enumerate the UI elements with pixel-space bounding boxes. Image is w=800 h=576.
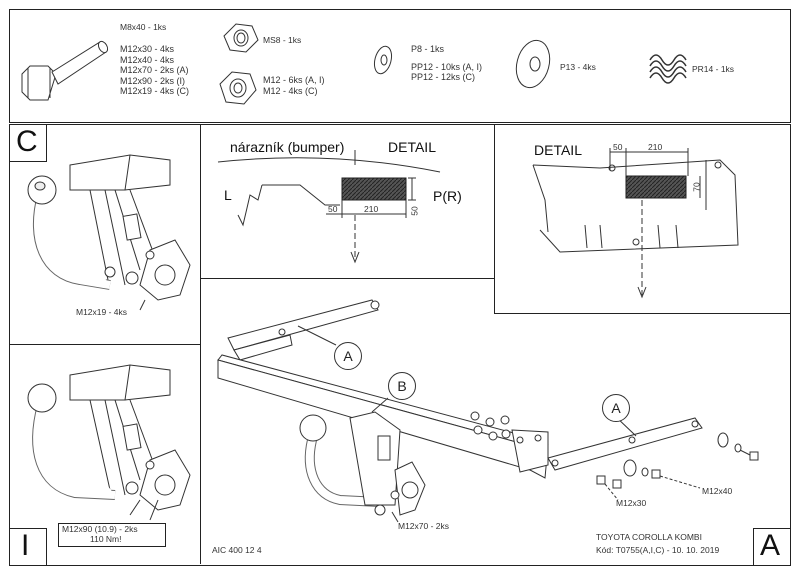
main-drawing-frame	[9, 124, 791, 566]
washer-p8-line-1: P8 - 1ks	[411, 44, 445, 54]
callout-a-left: A	[334, 342, 362, 370]
bumper-title: nárazník (bumper)	[230, 139, 345, 155]
nut-ms8-label: MS8 - 1ks	[263, 35, 302, 45]
panel-divider-c-i	[9, 344, 201, 345]
panel-i-torque-box	[58, 523, 166, 547]
panel-c-letter-box	[9, 124, 47, 162]
detail-left-dim-50a: 50	[328, 204, 338, 214]
detail-right-dim-210: 210	[648, 142, 663, 152]
washer-p13-label: P13 - 4ks	[560, 62, 596, 72]
washer-p8-line-2: PP12 - 10ks (A, I)	[411, 61, 483, 72]
label-m12x30: M12x30	[616, 498, 647, 508]
spring-pr14-label: PR14 - 1ks	[692, 64, 735, 74]
bolt-size-3: M12x70 - 2ks (A)	[120, 65, 189, 75]
bolt-size-2: M12x40 - 4ks	[120, 54, 175, 65]
side-pr-label: P(R)	[433, 188, 462, 204]
panel-a-letter: A	[760, 529, 781, 562]
spring-pr14-icon	[649, 54, 687, 84]
drawing-kod: Kód: T0755(A,I,C) - 10. 10. 2019	[596, 545, 720, 555]
bolt-size-4: M12x90 - 2ks (I)	[120, 75, 186, 86]
panel-c-bolt-label: M12x19 - 4ks	[76, 307, 128, 317]
panel-c-letter: C	[16, 125, 38, 158]
detail-left-dim-210: 210	[364, 204, 379, 214]
detail-right-dim-50: 50	[613, 142, 623, 152]
tow-hitch-c-drawing	[27, 154, 191, 311]
nut-m12-line-1: M12 - 6ks (A, I)	[263, 75, 325, 85]
panel-i-letter: I	[21, 529, 30, 562]
bolt-icon	[21, 40, 109, 101]
nut-ms8-icon	[223, 23, 259, 53]
parts-panel	[9, 9, 791, 123]
nut-m12-icon	[219, 71, 257, 105]
panel-i-letter-box	[9, 528, 47, 566]
bolt-sizes-list: M12x30 - 4ks M12x40 - 4ks M12x70 - 2ks (…	[120, 44, 189, 97]
bolt-m8x40-label: M8x40 - 1ks	[120, 22, 167, 32]
nut-m12-labels: M12 - 6ks (A, I) M12 - 4ks (C)	[263, 75, 325, 96]
drawing-code: AIC 400 12 4	[212, 545, 262, 555]
panel-i-bolt-label: M12x90 (10.9) - 2ks	[62, 524, 138, 534]
washer-p8-icon	[373, 45, 393, 75]
detail-left-dim-50b: 50	[409, 206, 420, 216]
detail-divider-horizontal	[200, 278, 495, 279]
washer-p13-icon	[515, 39, 551, 89]
bolt-size-1: M12x30 - 4ks	[120, 44, 175, 54]
detail-right-title: DETAIL	[534, 142, 582, 158]
detail-right-frame	[494, 124, 791, 314]
washer-p8-labels: P8 - 1ks PP12 - 10ks (A, I) PP12 - 12ks …	[411, 44, 482, 83]
main-assembly-drawing	[217, 299, 759, 523]
label-m12x70: M12x70 - 2ks	[398, 521, 450, 531]
callout-b: B	[388, 372, 416, 400]
detail-left-title: DETAIL	[388, 139, 436, 155]
detail-right-dim-70: 70	[691, 182, 702, 192]
callout-a-right: A	[602, 394, 630, 422]
panel-a-letter-box	[753, 528, 791, 566]
bolt-size-5: M12x19 - 4ks (C)	[120, 86, 190, 96]
chassis-detail-right	[532, 148, 739, 299]
nut-m12-line-2: M12 - 4ks (C)	[263, 85, 318, 96]
vehicle-name: TOYOTA COROLLA KOMBI	[596, 532, 702, 542]
panel-i-torque-label: 110 Nm!	[90, 534, 122, 544]
side-l-label: L	[224, 187, 232, 203]
tow-hitch-i-drawing	[27, 364, 191, 521]
bumper-detail-left	[217, 150, 441, 264]
label-m12x40: M12x40	[702, 486, 733, 496]
washer-p8-line-3: PP12 - 12ks (C)	[411, 72, 476, 82]
